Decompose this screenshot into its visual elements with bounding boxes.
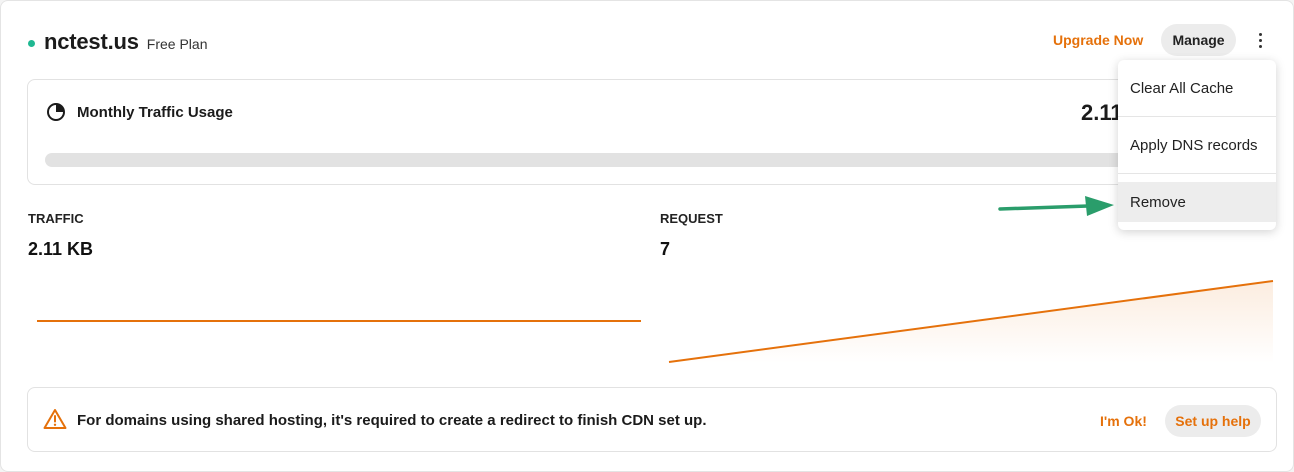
traffic-usage-title: Monthly Traffic Usage xyxy=(77,104,233,121)
upgrade-now-link[interactable]: Upgrade Now xyxy=(1053,32,1144,48)
request-value: 7 xyxy=(660,239,671,259)
manage-dropdown-menu: Clear All Cache Apply DNS records Remove xyxy=(1118,60,1276,230)
menu-item-remove[interactable]: Remove xyxy=(1118,182,1276,222)
request-sparkline xyxy=(668,280,1274,363)
menu-item-apply-dns[interactable]: Apply DNS records xyxy=(1130,136,1258,154)
request-label: REQUEST xyxy=(660,211,723,226)
more-options-icon[interactable] xyxy=(1249,28,1271,52)
traffic-usage-panel: Monthly Traffic Usage 2.11 xyxy=(27,79,1275,185)
sparkline-charts xyxy=(37,280,1274,363)
menu-item-clear-cache[interactable]: Clear All Cache xyxy=(1130,79,1234,97)
manage-button[interactable]: Manage xyxy=(1161,24,1236,56)
cdn-setup-alert: For domains using shared hosting, it's r… xyxy=(27,387,1277,452)
pie-chart-icon xyxy=(47,103,65,121)
menu-divider xyxy=(1118,173,1276,174)
domain-name: nctest.us xyxy=(44,29,139,54)
domain-header: nctest.us Free Plan xyxy=(28,28,208,56)
warning-icon xyxy=(43,409,67,429)
menu-divider xyxy=(1118,116,1276,117)
plan-label: Free Plan xyxy=(146,36,208,52)
traffic-progress-bar xyxy=(45,153,1260,167)
traffic-label: TRAFFIC xyxy=(28,211,84,226)
traffic-usage-value: 2.11 xyxy=(1081,100,1123,125)
setup-help-button[interactable]: Set up help xyxy=(1165,405,1261,437)
annotation-arrow-icon xyxy=(998,196,1114,216)
im-ok-link[interactable]: I'm Ok! xyxy=(1100,413,1147,429)
alert-message: For domains using shared hosting, it's r… xyxy=(77,412,707,429)
traffic-value: 2.11 KB xyxy=(28,239,94,259)
status-dot-icon xyxy=(28,39,35,47)
